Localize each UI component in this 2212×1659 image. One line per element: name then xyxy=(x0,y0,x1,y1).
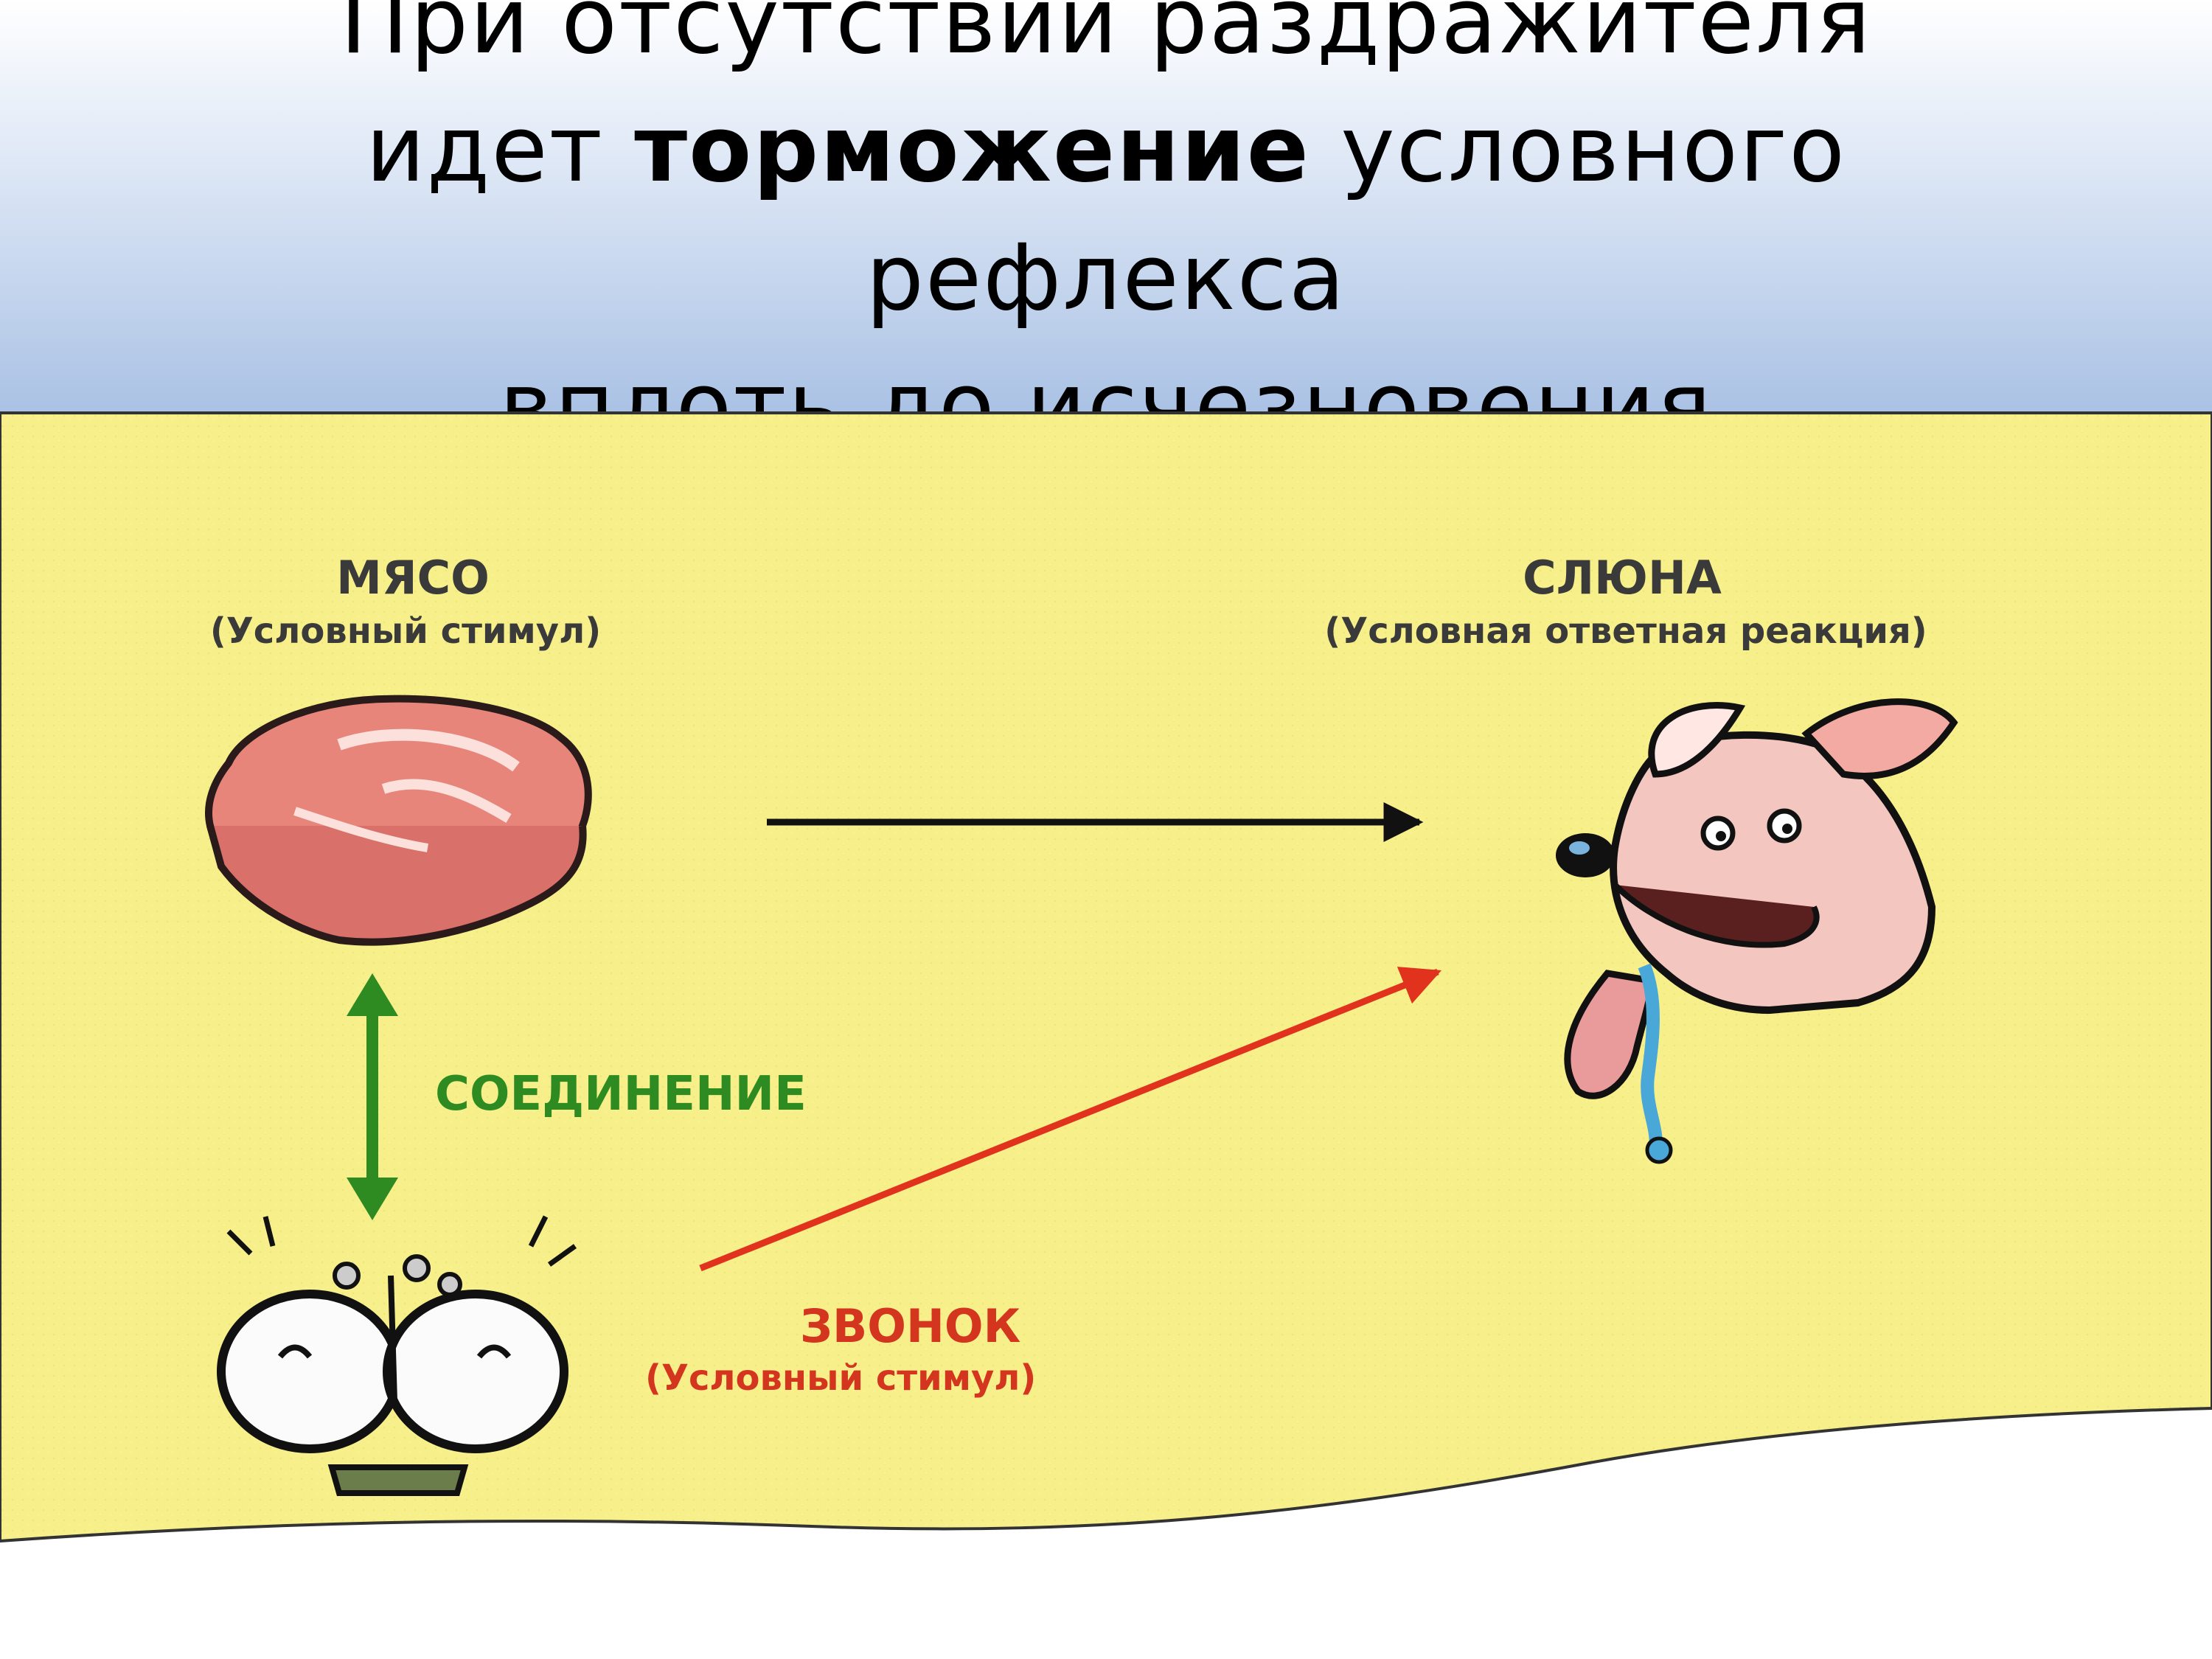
slide-title: При отсутствии раздражителя идет торможе… xyxy=(0,0,2212,417)
title-line-2-prefix: идет xyxy=(366,97,635,203)
dog-face-icon xyxy=(1556,698,1958,1164)
title-line-1: При отсутствии раздражителя xyxy=(340,0,1872,74)
connection-label: СОЕДИНЕНИЕ xyxy=(435,1067,807,1121)
meat-label: МЯСО xyxy=(336,551,490,605)
saliva-label: СЛЮНА xyxy=(1523,551,1722,605)
arrow-bell-to-dog xyxy=(699,967,1442,1272)
title-line-2-bold: торможение xyxy=(634,97,1310,203)
connection-double-arrow xyxy=(347,973,398,1220)
meat-steak-icon xyxy=(204,695,592,946)
bell-icon xyxy=(217,1215,577,1496)
title-area: При отсутствии раздражителя идет торможе… xyxy=(0,0,2212,417)
title-line-3: рефлекса xyxy=(866,225,1346,331)
bell-label: ЗВОНОК xyxy=(800,1299,1020,1353)
title-line-4: вплоть до исчезновения xyxy=(499,353,1713,417)
title-line-2: идет торможение условного xyxy=(0,86,2212,214)
saliva-caption: (Условная ответная реакция) xyxy=(1324,611,1927,652)
meat-caption: (Условный стимул) xyxy=(210,611,601,652)
title-line-2-suffix: условного xyxy=(1310,97,1846,203)
bell-caption: (Условный стимул) xyxy=(645,1357,1036,1399)
